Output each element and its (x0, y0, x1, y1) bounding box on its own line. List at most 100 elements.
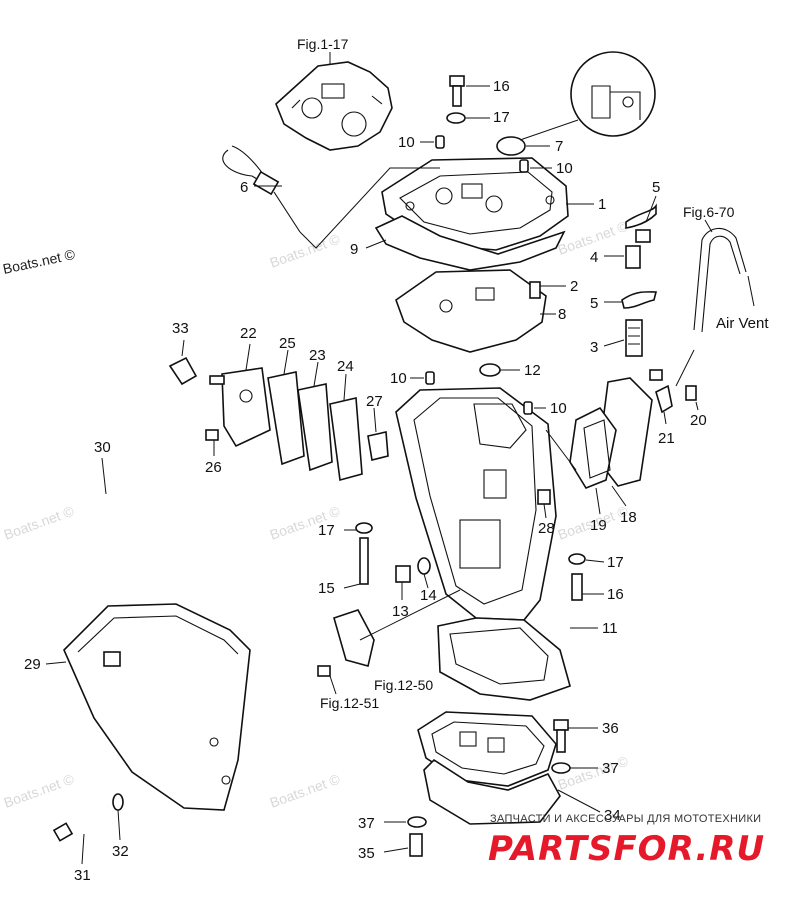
part-label: 37 (602, 760, 619, 777)
top-gasket (275, 61, 393, 151)
bolt-35 (409, 833, 423, 857)
washer-37-left (407, 816, 427, 828)
elbow-21 (655, 384, 673, 414)
fig-ref-12-51: Fig.12-51 (320, 695, 379, 711)
part-label: 17 (607, 554, 624, 571)
washer-14 (417, 557, 431, 575)
part-label: 35 (358, 845, 375, 862)
washer-12 (479, 363, 501, 377)
clip-5-lower (621, 291, 658, 309)
part-label: 31 (74, 867, 91, 884)
part-label: 17 (318, 522, 335, 539)
fig-ref-6-70: Fig.6-70 (683, 204, 735, 220)
part-label: 21 (658, 430, 675, 447)
part-label: 10 (398, 134, 415, 151)
bolt-15 (359, 537, 369, 585)
part-label: 6 (240, 179, 248, 196)
part-label: 28 (538, 520, 555, 537)
pin-10-mid (425, 371, 435, 385)
part-label: 32 (112, 843, 129, 860)
watermark-text: Boats.net © (268, 770, 343, 810)
plug-27 (367, 431, 389, 461)
part-label: 22 (240, 325, 257, 342)
part-label: 13 (392, 603, 409, 620)
part-label: 2 (570, 278, 578, 295)
bolt-26 (205, 429, 219, 441)
grommet-33 (168, 356, 198, 386)
gasket-24 (329, 397, 363, 482)
oil-case-housing (395, 387, 557, 621)
pin-10-top (435, 135, 445, 149)
gasket-25 (267, 371, 305, 466)
collar-4 (625, 245, 641, 269)
watermark-text: Boats.net © (2, 770, 77, 810)
part-label: 34 (604, 807, 621, 824)
washer-17-top (446, 112, 466, 124)
clip-5-upper (625, 203, 657, 229)
gasket-19 (569, 406, 617, 489)
part-label: 16 (607, 586, 624, 603)
screw-fig-12-51 (317, 665, 331, 677)
part-label: 11 (602, 620, 618, 637)
part-label: 24 (337, 358, 354, 375)
air-vent-label: Air Vent (716, 315, 769, 332)
clip-5-upper-block (635, 229, 651, 243)
washer-17-right (568, 553, 586, 565)
detail-inset (519, 51, 656, 141)
part-label: 4 (590, 249, 598, 266)
part-label: 30 (94, 439, 111, 456)
dipstick (222, 145, 301, 233)
part-label: 20 (690, 412, 707, 429)
part-label: 1 (598, 196, 606, 213)
part-label: 19 (590, 517, 607, 534)
head-cover (381, 157, 569, 251)
pin-10-lower (523, 401, 533, 415)
part-label: 7 (555, 138, 563, 155)
bolt-16-top (449, 75, 465, 107)
air-vent-hose (693, 227, 747, 331)
part-label: 18 (620, 509, 637, 526)
part-label: 26 (205, 459, 222, 476)
bolt-36-shank (556, 729, 566, 753)
bushing-28 (537, 489, 551, 505)
fig-ref-1-17: Fig.1-17 (297, 36, 349, 52)
filter-3 (625, 319, 643, 357)
part-number-labels: 16 17 10 7 10 6 1 9 2 8 5 4 5 3 12 10 10… (24, 78, 707, 884)
brand-name: PARTSFOR.RU (488, 829, 765, 869)
part-label: 10 (550, 400, 567, 417)
head-gasket (374, 215, 566, 271)
part-label: 33 (172, 320, 189, 337)
extension-case (437, 617, 571, 701)
bolt-2 (529, 281, 541, 299)
oil-seal-7 (496, 136, 526, 156)
part-label: 9 (350, 241, 358, 258)
part-label: 15 (318, 580, 335, 597)
part-label: 5 (652, 179, 660, 196)
part-label: 29 (24, 656, 41, 673)
part-label: 10 (390, 370, 407, 387)
part-label: 16 (493, 78, 510, 95)
bolt-36-head (553, 719, 569, 731)
watermark-main: Boats.net © (1, 246, 77, 277)
watermark-text: Boats.net © (2, 502, 77, 542)
bolt-31 (52, 804, 109, 842)
part-label: 37 (358, 815, 375, 832)
brand-watermark: ЗАПЧАСТИ И АКСЕССУАРЫ ДЛЯ МОТОТЕХНИКИ PA… (488, 813, 765, 869)
lower-gasket (395, 269, 547, 353)
part-label: 25 (279, 335, 296, 352)
pin-10-right (519, 159, 529, 173)
cover-22-tab (209, 375, 225, 385)
washer-17-left (355, 522, 373, 534)
plate-23 (297, 383, 333, 472)
bolt-16-right (571, 573, 583, 601)
cover-22 (221, 367, 271, 448)
part-label: 5 (590, 295, 598, 312)
part-label: 27 (366, 393, 383, 410)
part-label: 12 (524, 362, 541, 379)
bolt-21-top (649, 369, 663, 381)
grommet-plate (333, 609, 375, 667)
brand-tagline: ЗАПЧАСТИ И АКСЕССУАРЫ ДЛЯ МОТОТЕХНИКИ (490, 813, 761, 825)
part-label: 8 (558, 306, 566, 323)
part-label: 14 (420, 587, 437, 604)
part-label: 23 (309, 347, 326, 364)
